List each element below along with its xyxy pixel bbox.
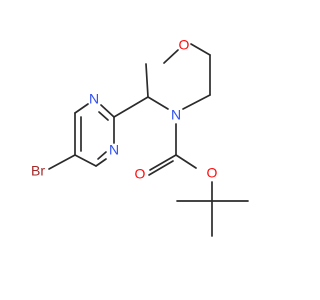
bond-c5-c4	[74, 154, 97, 167]
atom-br: Br	[31, 163, 45, 179]
pyrimidine-ring	[74, 96, 149, 167]
bond-c2-n1-double	[98, 111, 109, 121]
bond-c4-n3	[95, 158, 107, 167]
atom-o-ester: O	[207, 165, 218, 181]
bond-c5-n	[182, 94, 211, 110]
atom-n-pyrimidine-bottom: N	[109, 142, 119, 158]
bond-n-c3	[147, 96, 169, 110]
bond-c-o-double-a	[149, 154, 177, 171]
bond-c5-br	[48, 154, 76, 170]
bond-c4-n3-double	[97, 151, 107, 160]
atom-n-pyrimidine-top: N	[89, 91, 99, 107]
bond-c3-c2	[145, 63, 149, 98]
bond-c-o-double-b	[148, 160, 174, 176]
boc-group	[148, 123, 249, 237]
atom-o-ring: O	[179, 37, 190, 53]
molecule-structure: O N N N Br O O	[31, 37, 249, 237]
bond-c2-o	[163, 49, 179, 64]
bond-o-c6	[190, 43, 211, 56]
bond-c-o-ester	[175, 154, 197, 169]
atom-n-ring: N	[171, 107, 181, 123]
bond-c3-c2pyr	[113, 96, 149, 118]
atom-o-carbonyl: O	[135, 166, 146, 182]
bond-n1-c6	[74, 103, 89, 114]
bond-c2-n1	[100, 104, 115, 118]
morpholine-ring	[145, 43, 211, 110]
